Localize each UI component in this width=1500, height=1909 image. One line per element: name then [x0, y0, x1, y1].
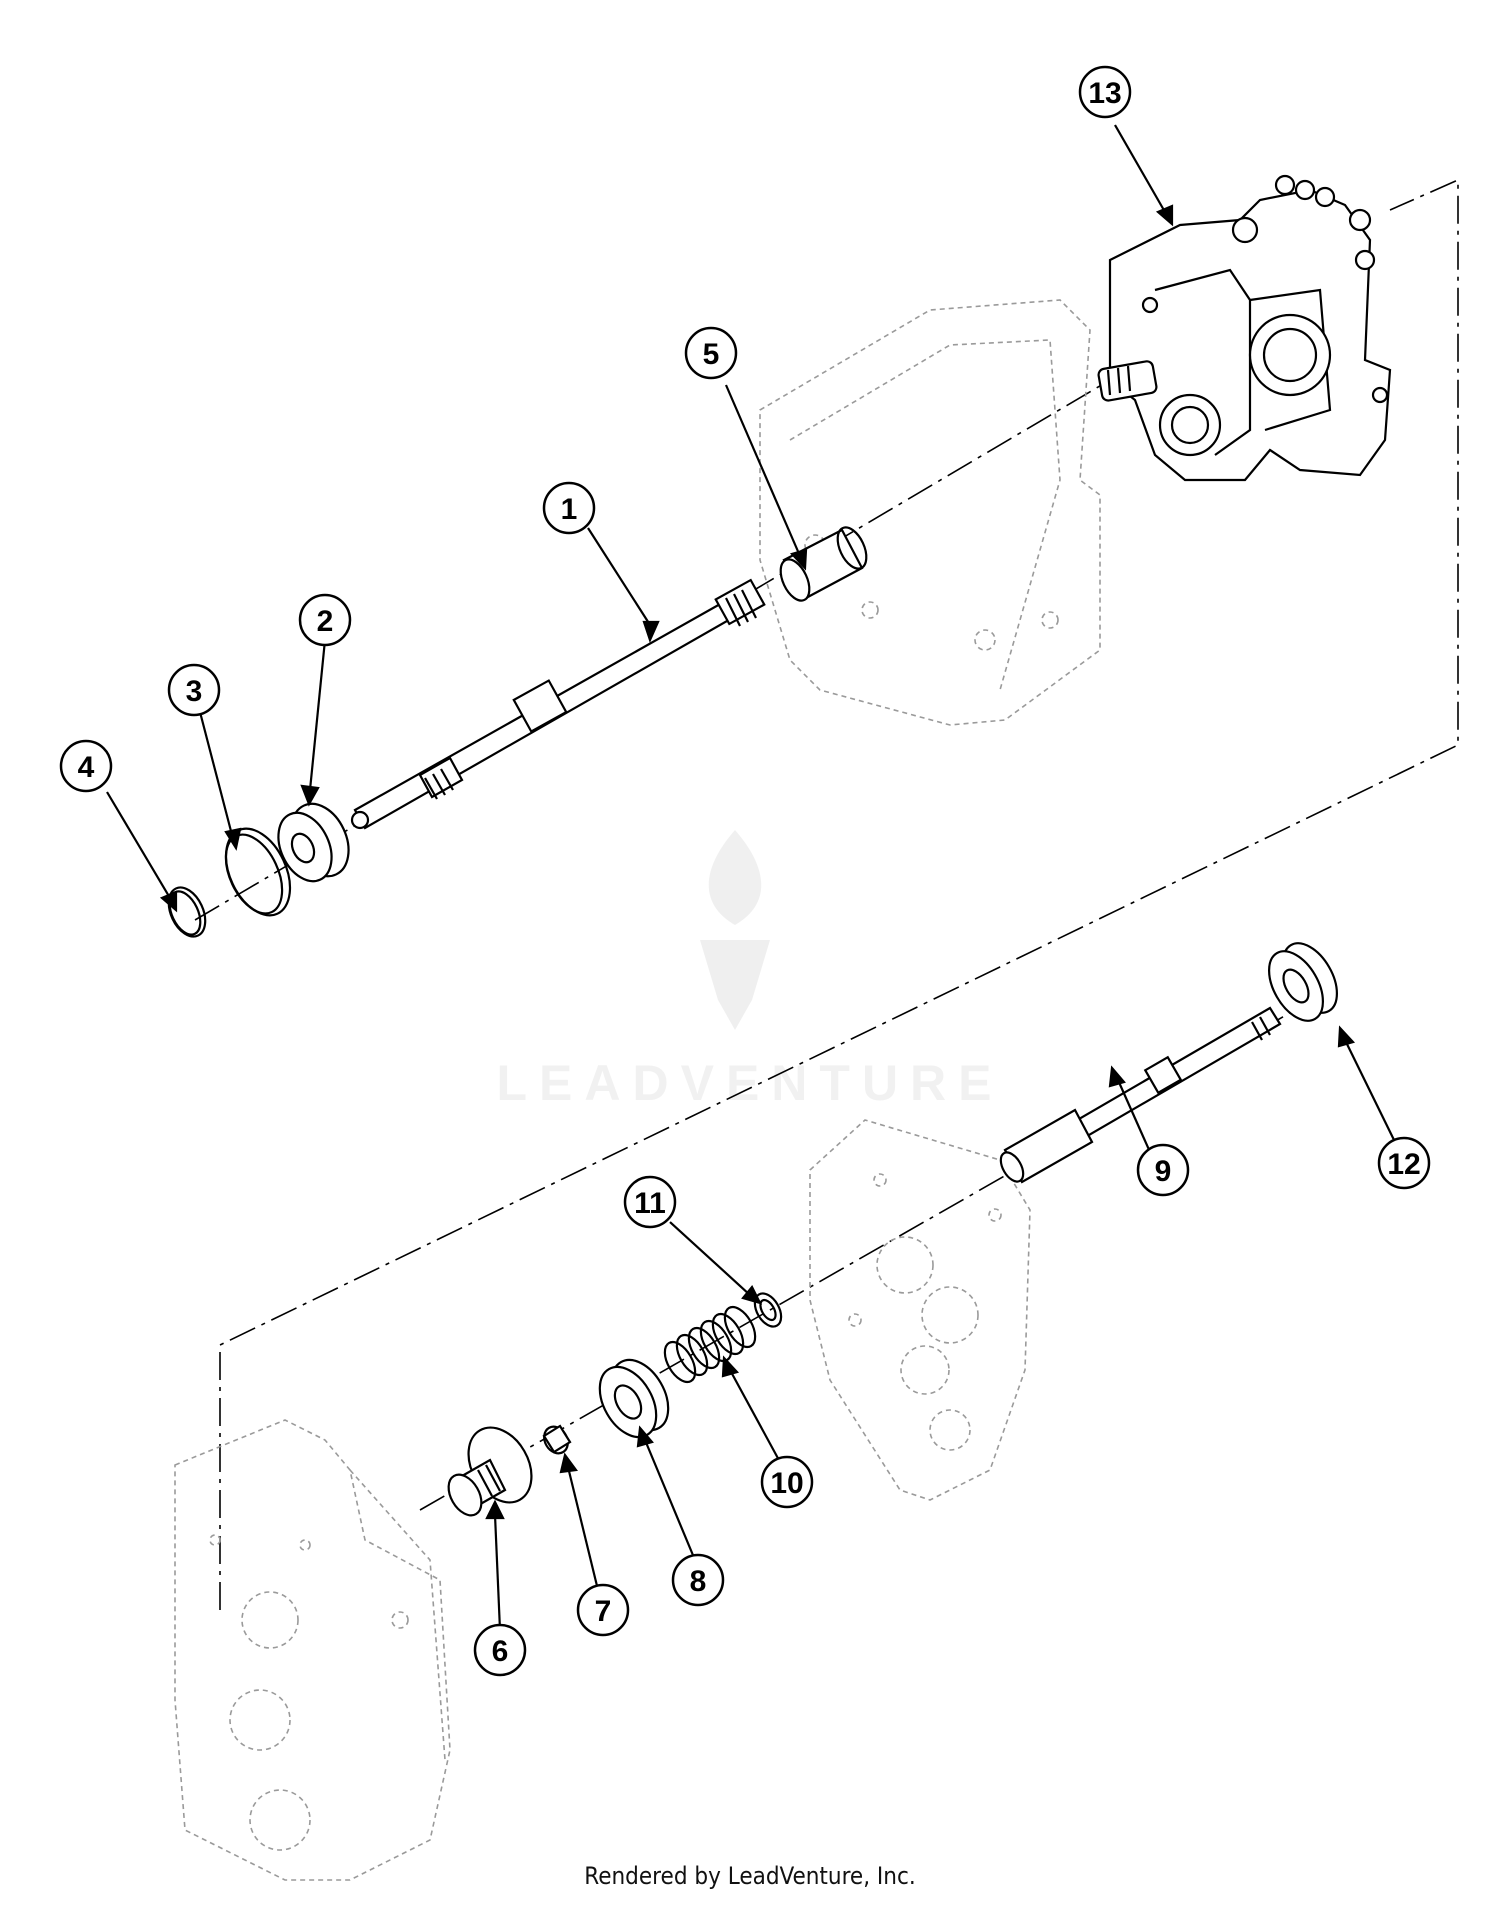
callout-label: 1	[561, 493, 578, 526]
callout-label: 2	[317, 605, 334, 638]
callout-label: 8	[690, 1565, 707, 1598]
callout-label: 5	[703, 338, 720, 371]
snap-ring-part-4	[167, 886, 207, 938]
collar-part-8	[598, 1358, 670, 1439]
callout-label: 12	[1387, 1148, 1420, 1181]
callout-label: 3	[186, 675, 203, 708]
callout-5: 5	[684, 326, 738, 380]
callout-7: 7	[576, 1583, 630, 1637]
housing-upper-ghost	[759, 299, 1101, 726]
washer-part-11	[753, 1292, 783, 1328]
callout-6: 6	[473, 1623, 527, 1677]
callout-label: 6	[492, 1635, 509, 1668]
gear-part-6	[447, 1426, 533, 1517]
callout-12: 12	[1377, 1136, 1431, 1190]
callout-9: 9	[1136, 1143, 1190, 1197]
bearing-part-2	[277, 802, 350, 883]
callout-2: 2	[298, 593, 352, 647]
callout-1: 1	[542, 481, 596, 535]
callout-label: 4	[78, 751, 95, 784]
callout-label: 11	[634, 1187, 666, 1220]
callout-8: 8	[671, 1553, 725, 1607]
bushing-part-5	[779, 526, 868, 602]
callout-11: 11	[623, 1175, 677, 1229]
callout-4: 4	[59, 739, 113, 793]
output-shaft-part-9	[999, 1006, 1282, 1184]
v-mark-icon	[700, 940, 770, 1030]
input-shaft-part-1	[350, 578, 766, 830]
bushing-part-7	[542, 1424, 572, 1455]
bearing-part-12	[1267, 942, 1339, 1022]
flame-icon	[708, 830, 762, 925]
pump-assembly-part-13	[1097, 174, 1392, 482]
callout-label: 9	[1155, 1155, 1172, 1188]
callout-13: 13	[1078, 65, 1132, 119]
callout-label: 10	[770, 1467, 803, 1500]
housing-lower-ghost	[174, 1419, 451, 1881]
callout-10: 10	[760, 1455, 814, 1509]
callout-3: 3	[167, 663, 221, 717]
footer-credit: Rendered by LeadVenture, Inc.	[584, 1862, 916, 1890]
callout-label: 7	[595, 1595, 612, 1628]
watermark-text: LEADVENTURE	[496, 1055, 1003, 1111]
callout-label: 13	[1088, 77, 1121, 110]
cover-plate-ghost	[809, 1119, 1031, 1501]
leader-lines	[106, 124, 1396, 1631]
watermark-logo: LEADVENTURE	[496, 830, 1003, 1111]
